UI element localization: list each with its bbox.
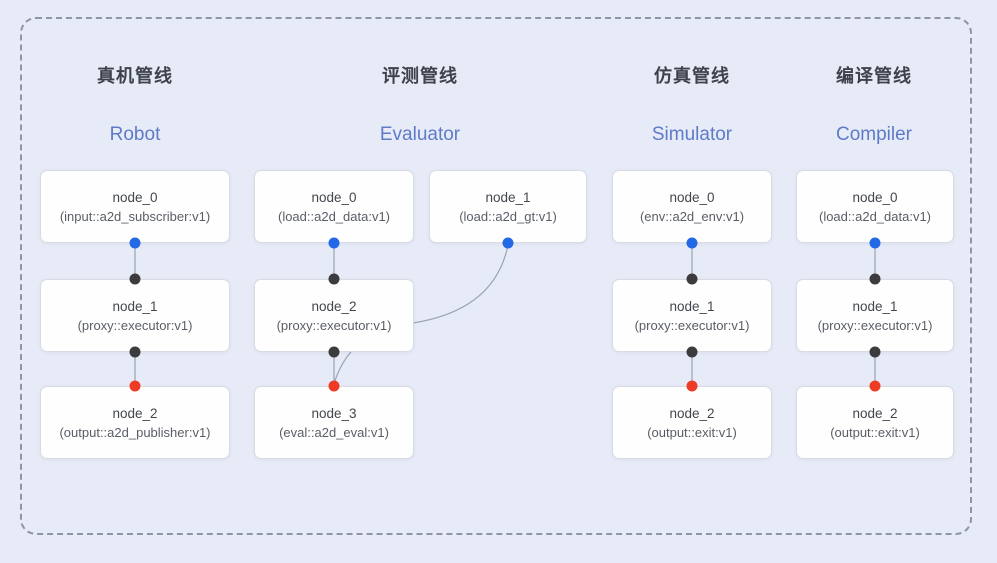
port-black-dot [869, 273, 881, 285]
port-blue-dot [869, 237, 881, 249]
pipeline-title-en-simulator: Simulator [651, 124, 733, 145]
port-blue-dot [129, 237, 141, 249]
pipeline-title-zh-evaluator: 评测管线 [382, 66, 458, 86]
dashed-border-frame [20, 17, 972, 535]
port-black-dot [869, 346, 881, 358]
node-type: (output::a2d_publisher:v1) [59, 424, 211, 440]
node-name: node_2 [852, 405, 898, 421]
node-robot-node1: node_1 (proxy::executor:v1) [40, 279, 230, 352]
node-name: node_1 [485, 189, 531, 205]
pipeline-title-en-compiler: Compiler [835, 124, 913, 145]
port-black-dot [686, 273, 698, 285]
node-simulator-node0: node_0 (env::a2d_env:v1) [612, 170, 772, 243]
port-black-dot [328, 273, 340, 285]
node-robot-node0: node_0 (input::a2d_subscriber:v1) [40, 170, 230, 243]
node-name: node_3 [311, 405, 357, 421]
node-evaluator-node2: node_2 (proxy::executor:v1) [254, 279, 414, 352]
port-blue-dot [502, 237, 514, 249]
node-type: (eval::a2d_eval:v1) [279, 424, 389, 440]
pipeline-title-zh-compiler: 编译管线 [836, 66, 912, 86]
node-name: node_1 [852, 298, 898, 314]
node-type: (proxy::executor:v1) [817, 317, 933, 333]
port-blue-dot [686, 237, 698, 249]
node-compiler-node0: node_0 (load::a2d_data:v1) [796, 170, 954, 243]
pipeline-title-zh-simulator: 仿真管线 [654, 66, 730, 86]
port-red-dot [129, 380, 141, 392]
node-name: node_2 [311, 298, 357, 314]
node-simulator-node2: node_2 (output::exit:v1) [612, 386, 772, 459]
node-evaluator-node3: node_3 (eval::a2d_eval:v1) [254, 386, 414, 459]
node-type: (env::a2d_env:v1) [639, 208, 745, 224]
node-name: node_2 [112, 405, 158, 421]
port-red-dot [869, 380, 881, 392]
node-robot-node2: node_2 (output::a2d_publisher:v1) [40, 386, 230, 459]
port-blue-dot [328, 237, 340, 249]
port-black-dot [129, 346, 141, 358]
node-type: (load::a2d_data:v1) [277, 208, 391, 224]
node-evaluator-node1: node_1 (load::a2d_gt:v1) [429, 170, 587, 243]
node-type: (output::exit:v1) [647, 424, 737, 440]
node-name: node_0 [852, 189, 898, 205]
port-black-dot [129, 273, 141, 285]
node-simulator-node1: node_1 (proxy::executor:v1) [612, 279, 772, 352]
node-type: (proxy::executor:v1) [77, 317, 193, 333]
node-type: (output::exit:v1) [830, 424, 920, 440]
node-name: node_1 [669, 298, 715, 314]
port-black-dot [686, 346, 698, 358]
node-type: (input::a2d_subscriber:v1) [59, 208, 211, 224]
node-name: node_0 [311, 189, 357, 205]
node-name: node_2 [669, 405, 715, 421]
node-type: (load::a2d_data:v1) [818, 208, 932, 224]
pipeline-title-en-evaluator: Evaluator [379, 124, 461, 145]
pipeline-title-zh-robot: 真机管线 [97, 66, 173, 86]
node-type: (proxy::executor:v1) [634, 317, 750, 333]
node-name: node_1 [112, 298, 158, 314]
port-red-dot [686, 380, 698, 392]
node-type: (load::a2d_gt:v1) [459, 208, 557, 224]
port-red-dot [328, 380, 340, 392]
node-compiler-node2: node_2 (output::exit:v1) [796, 386, 954, 459]
pipeline-title-en-robot: Robot [109, 124, 161, 145]
node-type: (proxy::executor:v1) [276, 317, 392, 333]
port-black-dot [328, 346, 340, 358]
node-name: node_0 [112, 189, 158, 205]
node-name: node_0 [669, 189, 715, 205]
